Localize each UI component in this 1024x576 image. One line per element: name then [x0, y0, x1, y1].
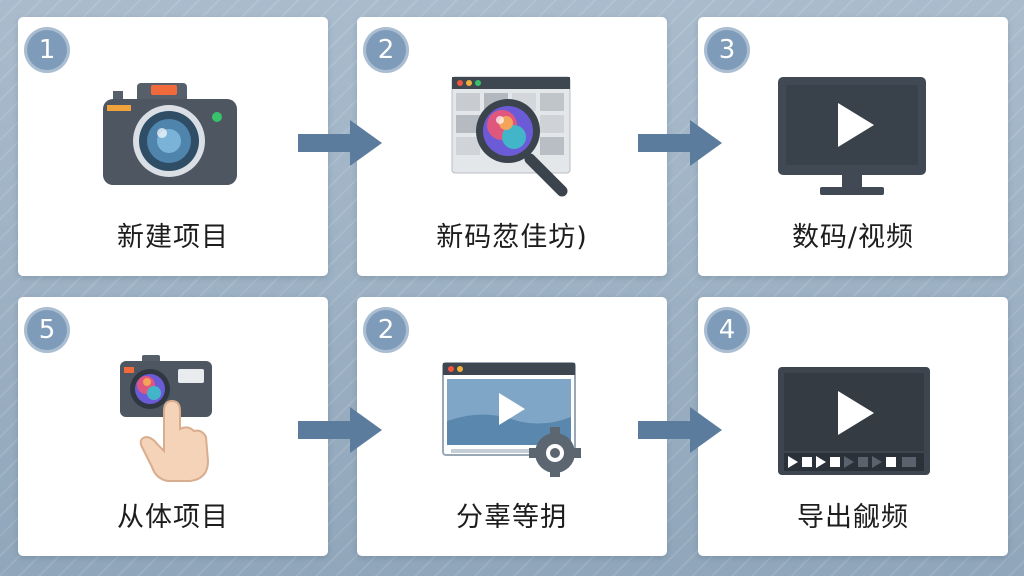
step-card-3: 3 数码/视频: [698, 17, 1008, 276]
step-card-5: 2 分辜等抈: [357, 297, 667, 556]
step-badge-4: 5: [24, 307, 70, 353]
arrow-right-icon: [298, 407, 382, 453]
monitor-play-icon: [778, 77, 926, 195]
step-label-3: 数码/视频: [791, 222, 915, 253]
arrow-right-icon: [638, 407, 722, 453]
camera-icon: [103, 83, 237, 185]
step-badge-2: 2: [363, 27, 409, 73]
step-badge-5: 2: [363, 307, 409, 353]
step-card-6: 4 导出觎频: [698, 297, 1008, 556]
arrow-right-icon: [298, 120, 382, 166]
step-label-4: 从体项目: [117, 502, 229, 533]
step-card-2: 2 新码䓤佳坊): [357, 17, 667, 276]
step-label-2: 新码䓤佳坊): [436, 222, 588, 253]
step-card-1: 1 新建项目: [18, 17, 328, 276]
arrow-right-icon: [638, 120, 722, 166]
step-label-5: 分辜等抈: [456, 502, 568, 533]
step-label-6: 导出觎频: [797, 502, 909, 533]
camera-touch-icon: [120, 355, 212, 482]
step-badge-6: 4: [704, 307, 750, 353]
step-badge-3: 3: [704, 27, 750, 73]
step-label-1: 新建项目: [117, 222, 229, 253]
video-settings-icon: [442, 362, 581, 477]
video-player-icon: [778, 367, 930, 475]
step-card-4: 5 从体项目: [18, 297, 328, 556]
step-badge-1: 1: [24, 27, 70, 73]
magnifier-browser-icon: [451, 76, 571, 197]
